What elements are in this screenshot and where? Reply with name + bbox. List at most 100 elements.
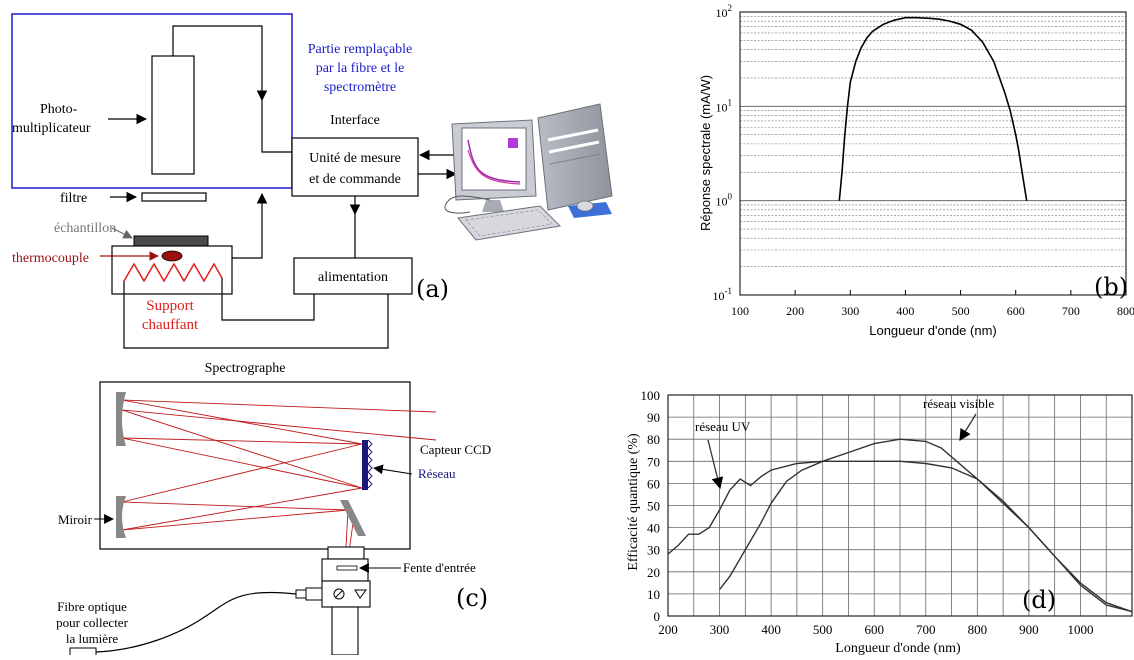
panel-d-y-tick-label: 90 <box>647 410 660 425</box>
power-supply-box[interactable] <box>293 257 413 295</box>
panel-d-x-tick-label: 1000 <box>1067 622 1093 637</box>
panel-d-y-tick-label: 0 <box>654 609 661 624</box>
panel-d-y-tick-label: 30 <box>647 543 660 558</box>
panel-d-y-tick-label: 50 <box>647 499 660 514</box>
heater-wire-right <box>221 278 315 321</box>
panel-c-spectrograph: Spectrographe Capteur CCD Réseau <box>56 361 491 659</box>
panel-d-x-tick-label: 200 <box>658 622 678 637</box>
panel-b-x-tick-label: 100 <box>731 304 749 318</box>
annotation-visible-pointer <box>959 413 977 441</box>
panel-d-y-tick-label: 100 <box>641 388 661 403</box>
heater-label-1: Support <box>146 298 194 314</box>
panel-d-x-tick-label: 900 <box>1019 622 1039 637</box>
panel-b-plot-frame <box>739 11 1127 296</box>
heater-wire-left <box>123 281 389 349</box>
grating-pointer <box>373 464 413 475</box>
panel-b-y-tick-label: 101 <box>716 97 733 114</box>
panel-d-x-tick-label: 400 <box>761 622 781 637</box>
filter-slide <box>141 192 207 202</box>
optical-fiber <box>95 591 297 653</box>
interface-label: Interface <box>330 113 380 128</box>
spectrograph-title: Spectrographe <box>205 361 286 376</box>
grating-teeth <box>367 439 373 489</box>
panel-b-y-label: Réponse spectrale (mA/W) <box>698 75 713 231</box>
panel-d-y-tick-label: 40 <box>647 521 660 536</box>
panel-b-response-curve <box>838 16 1028 201</box>
photomultiplier-label-1: Photo- <box>40 102 78 117</box>
power-supply-label: alimentation <box>318 270 388 285</box>
panel-b-y-ticks: 10-1 100 101 102 <box>713 3 733 303</box>
photomultiplier-tube <box>151 55 195 175</box>
control-unit-label-1: Unité de mesure <box>309 151 401 166</box>
panel-d-x-tick-label: 700 <box>916 622 936 637</box>
panel-d-x-tick-label: 600 <box>864 622 884 637</box>
diffraction-grating <box>362 440 368 490</box>
panel-d-x-tick-label: 300 <box>710 622 730 637</box>
panel-d-x-tick-label: 800 <box>968 622 988 637</box>
photomultiplier-to-interface-wire <box>261 100 292 153</box>
panel-b-x-tick-label: 600 <box>1007 304 1025 318</box>
panel-b-x-label: Longueur d'onde (nm) <box>869 323 997 338</box>
mirror-bottom <box>116 496 126 538</box>
panel-b-x-tick-label: 300 <box>841 304 859 318</box>
panel-b-x-ticks: 100 200 300 400 500 600 700 800 <box>731 290 1134 318</box>
ccd-label: Capteur CCD <box>420 442 491 457</box>
fiber-end <box>69 647 97 659</box>
thermocouple-probe <box>161 250 183 262</box>
fiber-label-2: pour collecter <box>56 615 128 630</box>
thermocouple-label: thermocouple <box>12 251 89 266</box>
panel-d-x-ticks: 200 300 400 500 600 700 800 900 1000 <box>658 622 1093 637</box>
panel-b-x-tick-label: 700 <box>1062 304 1080 318</box>
annotation-visible-grating: réseau visible <box>923 396 994 411</box>
panel-a-setup: Partie remplaçable par la fibre et le sp… <box>11 13 613 349</box>
panel-c-tag: (c) <box>456 584 488 612</box>
replaceable-part-box <box>11 13 293 189</box>
optical-rays <box>121 399 437 647</box>
panel-b-grid <box>740 16 1126 267</box>
panel-b-y-tick-label: 102 <box>716 3 733 20</box>
grating-label: Réseau <box>418 466 456 481</box>
slit-label: Fente d'entrée <box>403 560 476 575</box>
panel-b-y-tick-label: 100 <box>716 192 733 209</box>
panel-d-x-tick-label: 500 <box>813 622 833 637</box>
sample-plate <box>133 235 209 247</box>
panel-d-y-label: Efficacité quantique (%) <box>626 433 641 571</box>
fiber-label-3: la lumière <box>66 631 119 646</box>
panel-b-x-tick-label: 800 <box>1117 304 1134 318</box>
fiber-label-1: Fibre optique <box>57 599 127 614</box>
fold-mirror <box>340 500 366 536</box>
sample-label: échantillon <box>54 221 116 236</box>
sample-pointer <box>111 227 133 239</box>
panel-d-y-tick-label: 70 <box>647 454 660 469</box>
heater-label-2: chauffant <box>142 317 199 333</box>
mirror-label: Miroir <box>58 512 93 527</box>
annotation-uv-pointer <box>707 439 724 490</box>
control-unit-label-2: et de commande <box>309 172 401 187</box>
replaceable-note-line-2: par la fibre et le <box>316 61 405 76</box>
control-unit-box[interactable] <box>291 137 419 197</box>
panel-b-y-tick-label: 10-1 <box>713 286 733 303</box>
spectrograph-housing <box>99 381 411 550</box>
entrance-slit-assembly <box>295 546 371 656</box>
replaceable-note-line-1: Partie remplaçable <box>308 42 413 57</box>
panel-d-y-tick-label: 80 <box>647 432 660 447</box>
thermocouple-to-unit-wire <box>232 192 268 259</box>
annotation-uv-grating: réseau UV <box>695 419 751 434</box>
photomultiplier-label-2: multiplicateur <box>12 121 91 136</box>
photomultiplier-wire <box>172 25 268 102</box>
heater-support <box>111 245 233 295</box>
series-visible-grating <box>719 438 1133 613</box>
panel-a-tag: (a) <box>416 275 449 303</box>
replaceable-note-line-3: spectromètre <box>324 80 396 95</box>
heater-coil <box>123 262 223 283</box>
panel-b-x-tick-label: 200 <box>786 304 804 318</box>
panel-d-x-label: Longueur d'onde (nm) <box>835 641 961 655</box>
panel-b-x-tick-label: 500 <box>952 304 970 318</box>
computer-icon <box>444 103 613 241</box>
panel-b-x-tick-label: 400 <box>896 304 914 318</box>
panel-d-y-tick-label: 60 <box>647 476 660 491</box>
panel-d-y-tick-label: 10 <box>647 587 660 602</box>
